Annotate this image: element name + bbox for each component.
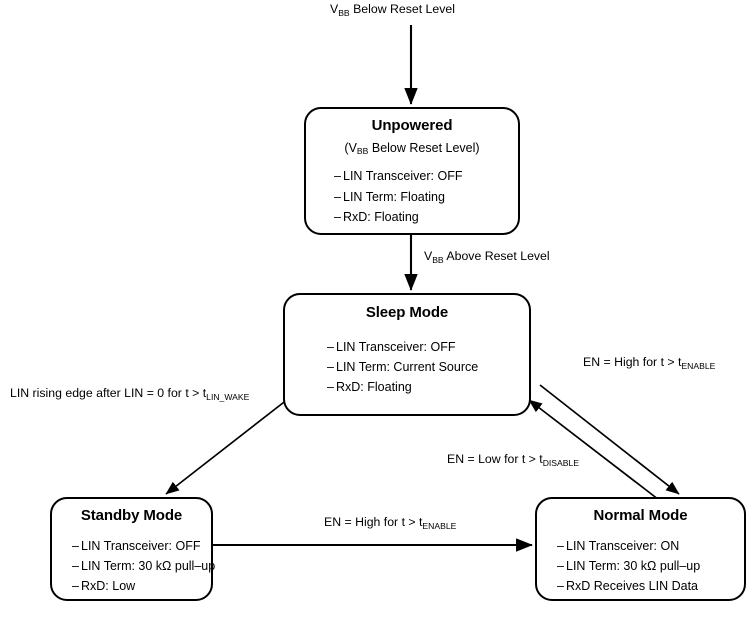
edge-sleep-to-normal <box>539 384 680 495</box>
bullet-text: RxD: Floating <box>336 380 412 394</box>
dash-marker: – <box>72 579 79 593</box>
dash-marker: – <box>557 558 564 573</box>
bullet-text: LIN Term: Floating <box>343 189 445 204</box>
dash-marker: – <box>334 189 341 204</box>
list-item: –RxD: Floating <box>334 207 518 227</box>
bullet-text: RxD: Low <box>81 579 136 593</box>
node-title-normal-mode: Normal Mode <box>593 507 688 524</box>
bullet-text: RxD: Floating <box>343 209 419 224</box>
state-node-unpowered[interactable]: Unpowered (VBB Below Reset Level) –LIN T… <box>304 107 520 235</box>
edge-normal-to-sleep <box>528 399 664 504</box>
list-item: –LIN Transceiver: OFF <box>327 337 529 357</box>
node-bullets-normal-mode: –LIN Transceiver: ON –LIN Term: 30 kΩ pu… <box>557 536 744 597</box>
list-item: –LIN Transceiver: ON <box>557 536 744 556</box>
list-item: –RxD Receives LIN Data <box>557 576 744 596</box>
state-node-sleep-mode[interactable]: Sleep Mode –LIN Transceiver: OFF –LIN Te… <box>283 293 531 416</box>
dash-marker: – <box>72 558 79 573</box>
dash-marker: – <box>327 359 334 374</box>
bullet-text: LIN Term: 30 kΩ pull–up <box>566 558 701 573</box>
dash-marker: – <box>557 579 564 593</box>
state-node-normal-mode[interactable]: Normal Mode –LIN Transceiver: ON –LIN Te… <box>535 497 746 601</box>
list-item: –LIN Term: 30 kΩ pull–up <box>72 556 215 576</box>
list-item: –RxD: Low <box>72 576 211 596</box>
bullet-text: LIN Transceiver: OFF <box>336 339 456 354</box>
bullet-text: RxD Receives LIN Data <box>566 579 698 593</box>
edge-label-en-high-enable-up: EN = High for t > tENABLE <box>583 355 716 371</box>
state-node-standby-mode[interactable]: Standby Mode –LIN Transceiver: OFF –LIN … <box>50 497 215 601</box>
edge-label-vbb-above-reset: VBB Above Reset Level <box>424 249 550 265</box>
bullet-text: LIN Term: Current Source <box>336 359 479 374</box>
edge-sleep-to-standby <box>165 398 289 495</box>
dash-marker: – <box>72 538 79 553</box>
dash-marker: – <box>557 538 564 553</box>
list-item: –LIN Term: Floating <box>334 187 518 207</box>
dash-marker: – <box>327 380 334 394</box>
node-subtitle-unpowered: (VBB Below Reset Level) <box>344 140 480 156</box>
bullet-text: LIN Transceiver: OFF <box>81 538 201 553</box>
edge-label-en-high-enable-across: EN = High for t > tENABLE <box>324 515 457 531</box>
node-bullets-unpowered: –LIN Transceiver: OFF –LIN Term: Floatin… <box>334 166 518 227</box>
list-item: –LIN Transceiver: OFF <box>334 166 518 186</box>
node-bullets-standby-mode: –LIN Transceiver: OFF –LIN Term: 30 kΩ p… <box>72 536 215 597</box>
list-item: –LIN Term: 30 kΩ pull–up <box>557 556 744 576</box>
list-item: –RxD: Floating <box>327 377 529 397</box>
edge-label-en-low-disable: EN = Low for t > tDISABLE <box>447 452 579 468</box>
node-title-unpowered: Unpowered <box>371 117 453 134</box>
dash-marker: – <box>334 209 341 224</box>
dash-marker: – <box>334 169 341 184</box>
bullet-text: LIN Transceiver: OFF <box>343 169 463 184</box>
edge-label-vbb-below-reset: VBB Below Reset Level <box>330 2 455 18</box>
edge-label-lin-wake: LIN rising edge after LIN = 0 for t > tL… <box>10 386 250 402</box>
node-bullets-sleep-mode: –LIN Transceiver: OFF –LIN Term: Current… <box>327 337 529 398</box>
bullet-text: LIN Transceiver: ON <box>566 538 680 553</box>
node-title-sleep-mode: Sleep Mode <box>365 304 449 321</box>
list-item: –LIN Term: Current Source <box>327 357 529 377</box>
list-item: –LIN Transceiver: OFF <box>72 536 211 556</box>
dash-marker: – <box>327 339 334 354</box>
bullet-text: LIN Term: 30 kΩ pull–up <box>81 558 216 573</box>
node-title-standby-mode: Standby Mode <box>80 507 183 524</box>
